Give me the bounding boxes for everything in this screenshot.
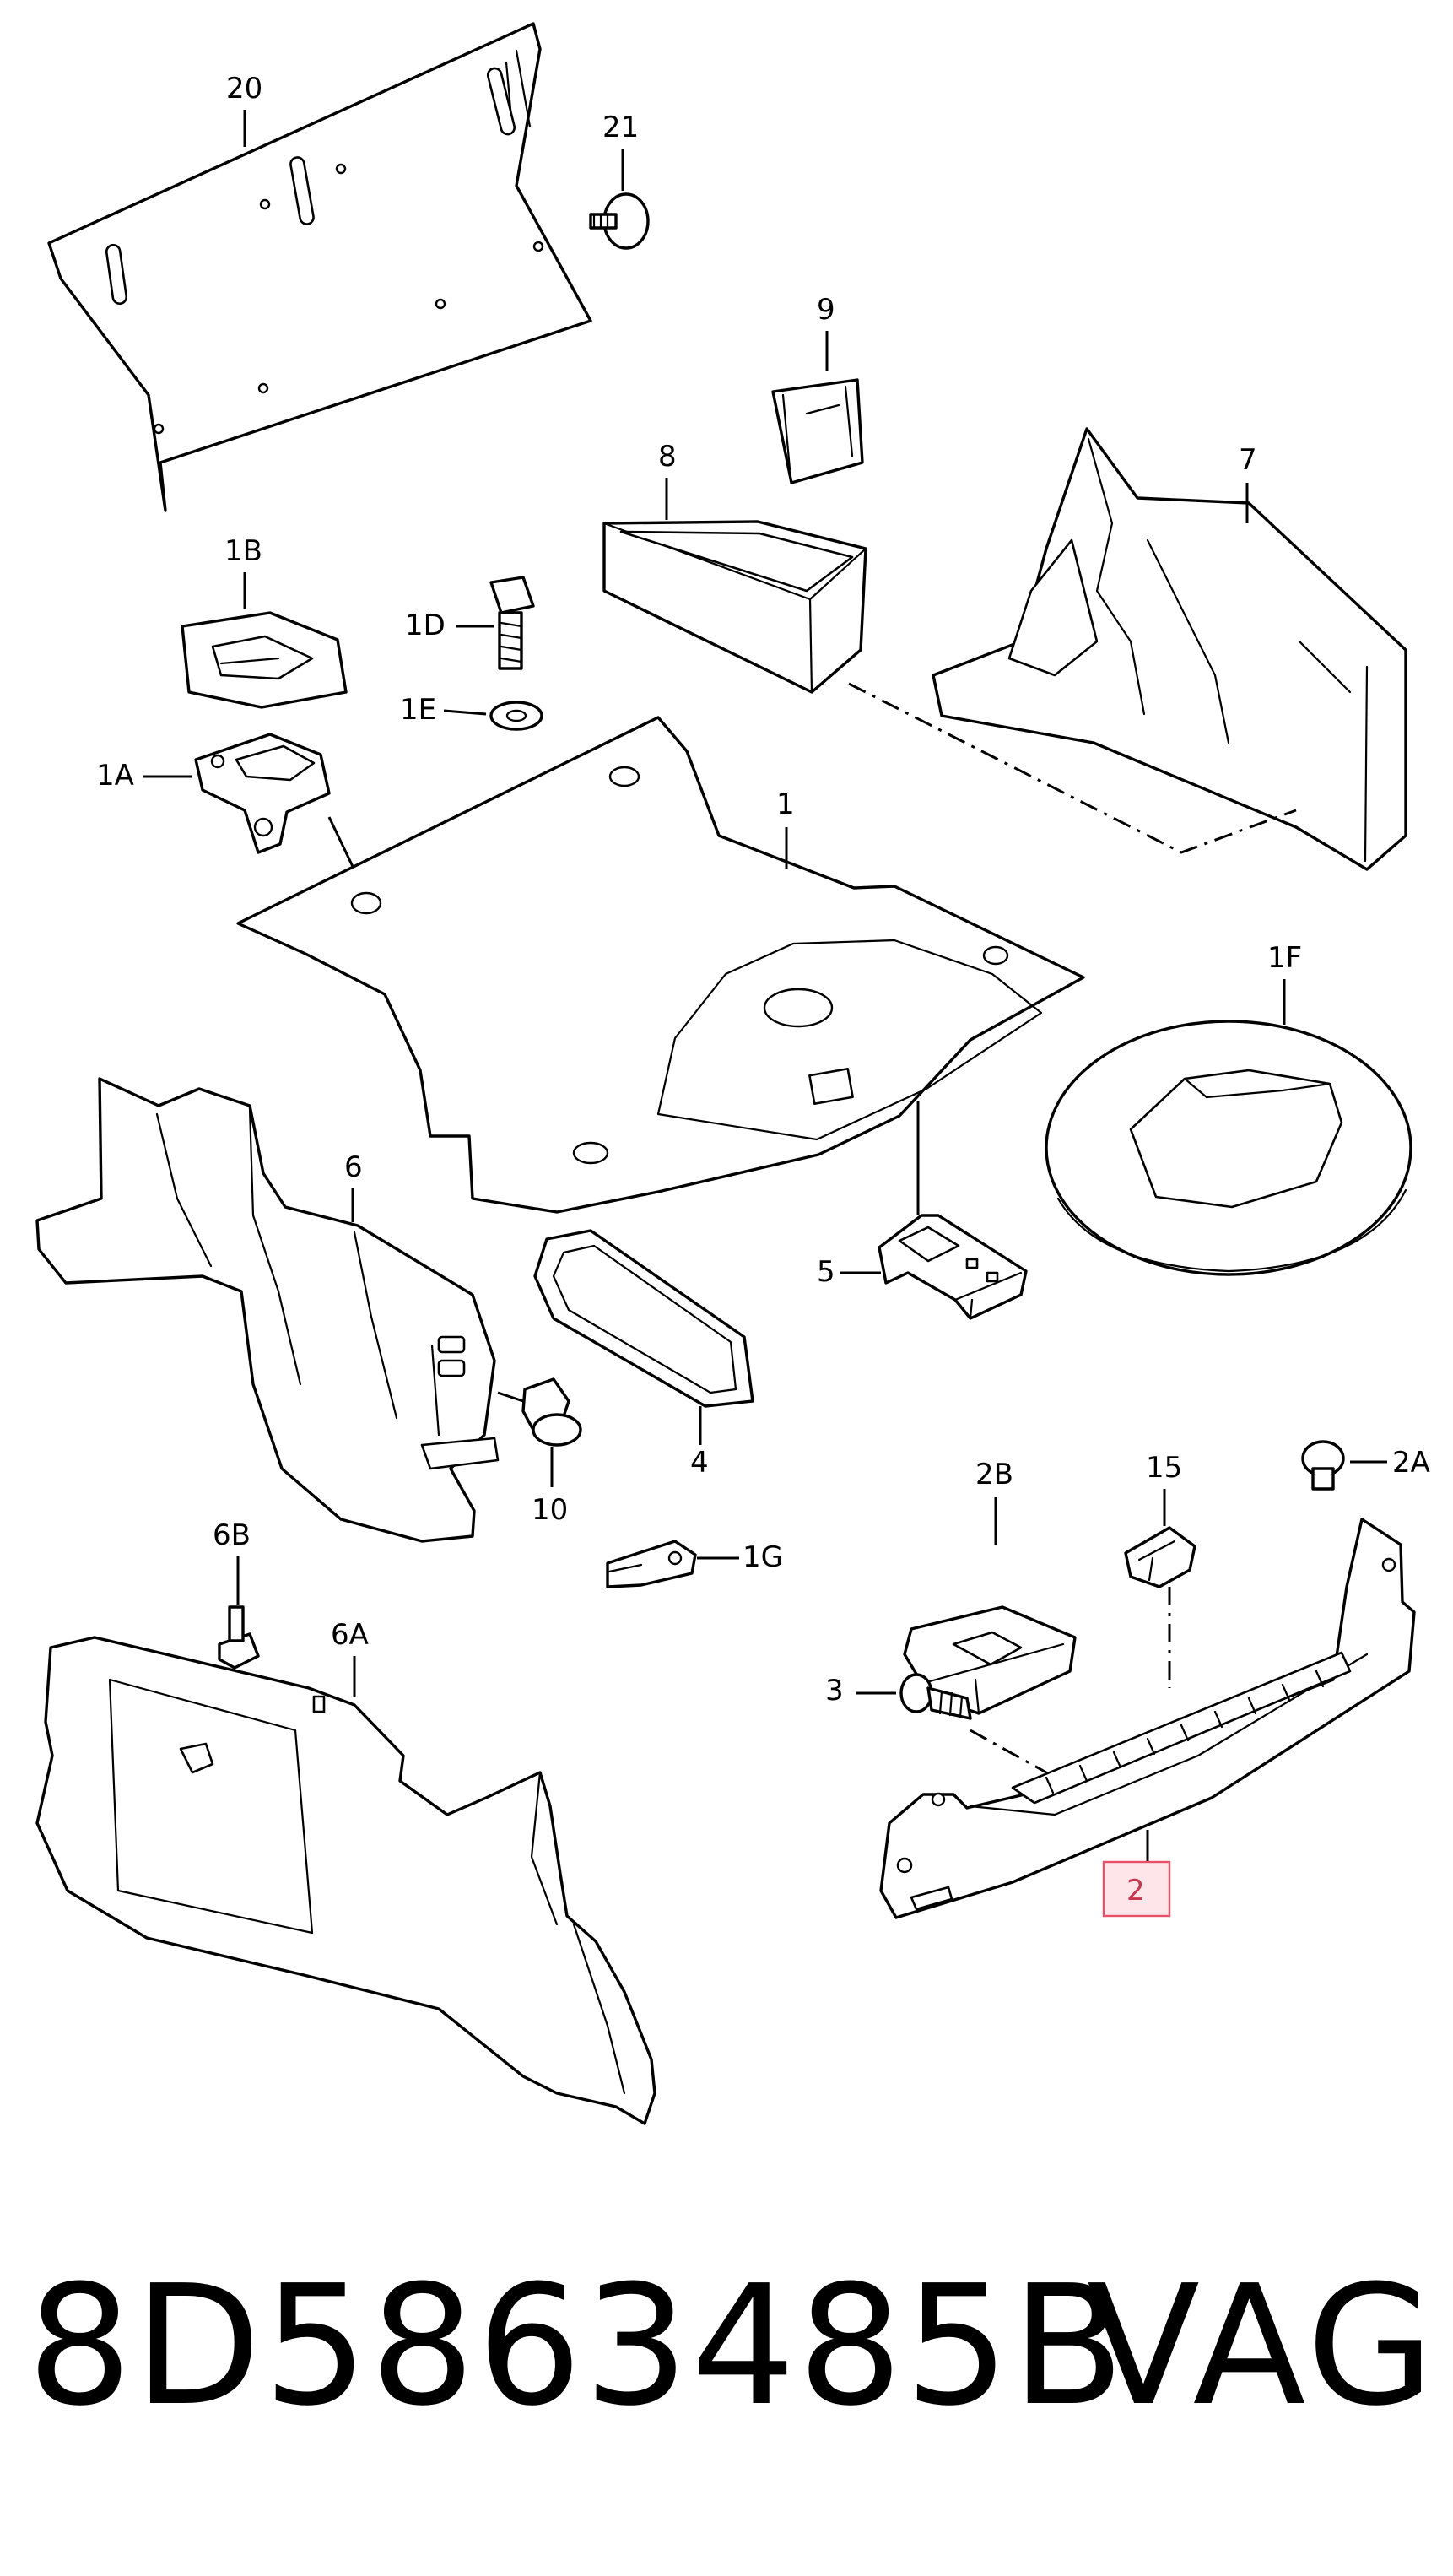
- callout-21: 21: [602, 111, 639, 144]
- dashed-link-8-7: [848, 682, 1297, 854]
- callout-1G: 1G: [743, 1540, 783, 1574]
- callout-1B: 1B: [224, 534, 262, 568]
- part-6B-clip: [218, 1605, 260, 1670]
- part-1B-lashing-eye-cover: [181, 611, 348, 709]
- callout-2-highlight-box: [1102, 1860, 1171, 1918]
- callout-1E: 1E: [400, 693, 436, 727]
- callout-2B: 2B: [975, 1458, 1013, 1491]
- callout-2: 2: [1126, 1874, 1145, 1908]
- callout-1: 1: [776, 787, 795, 821]
- part-2B-latch-plate: [903, 1605, 1077, 1715]
- callout-10: 10: [532, 1493, 568, 1527]
- part-6-side-trim-left: [35, 1077, 500, 1543]
- part-1D-bolt: [489, 576, 535, 670]
- callout-8: 8: [658, 440, 677, 474]
- callout-4: 4: [690, 1446, 709, 1480]
- callout-2A: 2A: [1392, 1446, 1430, 1480]
- part-10-clip: [497, 1377, 582, 1447]
- part-number-label: 8D5863485B: [27, 2250, 1126, 2443]
- callout-6: 6: [344, 1150, 363, 1184]
- callout-6A: 6A: [331, 1618, 369, 1652]
- part-1-boot-floor: [236, 716, 1085, 1214]
- callout-1A: 1A: [96, 759, 134, 793]
- callout-3: 3: [825, 1674, 844, 1707]
- callout-9: 9: [817, 293, 835, 327]
- footer: 8D5863485B VAG: [0, 2250, 1453, 2443]
- part-20-shelf-panel: [47, 22, 592, 512]
- callout-7: 7: [1239, 443, 1257, 477]
- part-3-screw: [899, 1673, 972, 1720]
- part-15-clip: [1124, 1526, 1196, 1588]
- callout-1D: 1D: [405, 609, 446, 642]
- part-2-boot-sill-trim: [879, 1518, 1416, 1919]
- part-7-side-trim-right: [932, 427, 1407, 871]
- callout-6B: 6B: [213, 1518, 251, 1552]
- part-21-clip: [589, 192, 650, 250]
- part-6A-side-trim-lower: [35, 1636, 656, 2125]
- part-9-holder: [771, 378, 864, 484]
- part-2A-bump-stop: [1301, 1440, 1345, 1491]
- part-4-frame-seal: [533, 1229, 754, 1408]
- callout-1F: 1F: [1267, 941, 1302, 975]
- part-1A-lashing-eye: [194, 733, 331, 854]
- callout-20: 20: [226, 72, 262, 106]
- leader-1E: [443, 709, 487, 716]
- brand-label: VAG: [1087, 2250, 1439, 2443]
- part-1G-retainer: [606, 1540, 697, 1588]
- callout-15: 15: [1146, 1451, 1182, 1485]
- part-1E-washer: [489, 701, 543, 731]
- callout-5: 5: [817, 1255, 835, 1289]
- dashed-link-3-2: [970, 1729, 1047, 1774]
- part-1F-wheel-well-ring: [1045, 1020, 1412, 1276]
- part-8-storage-tray: [602, 520, 867, 694]
- part-5-bracket: [878, 1214, 1028, 1320]
